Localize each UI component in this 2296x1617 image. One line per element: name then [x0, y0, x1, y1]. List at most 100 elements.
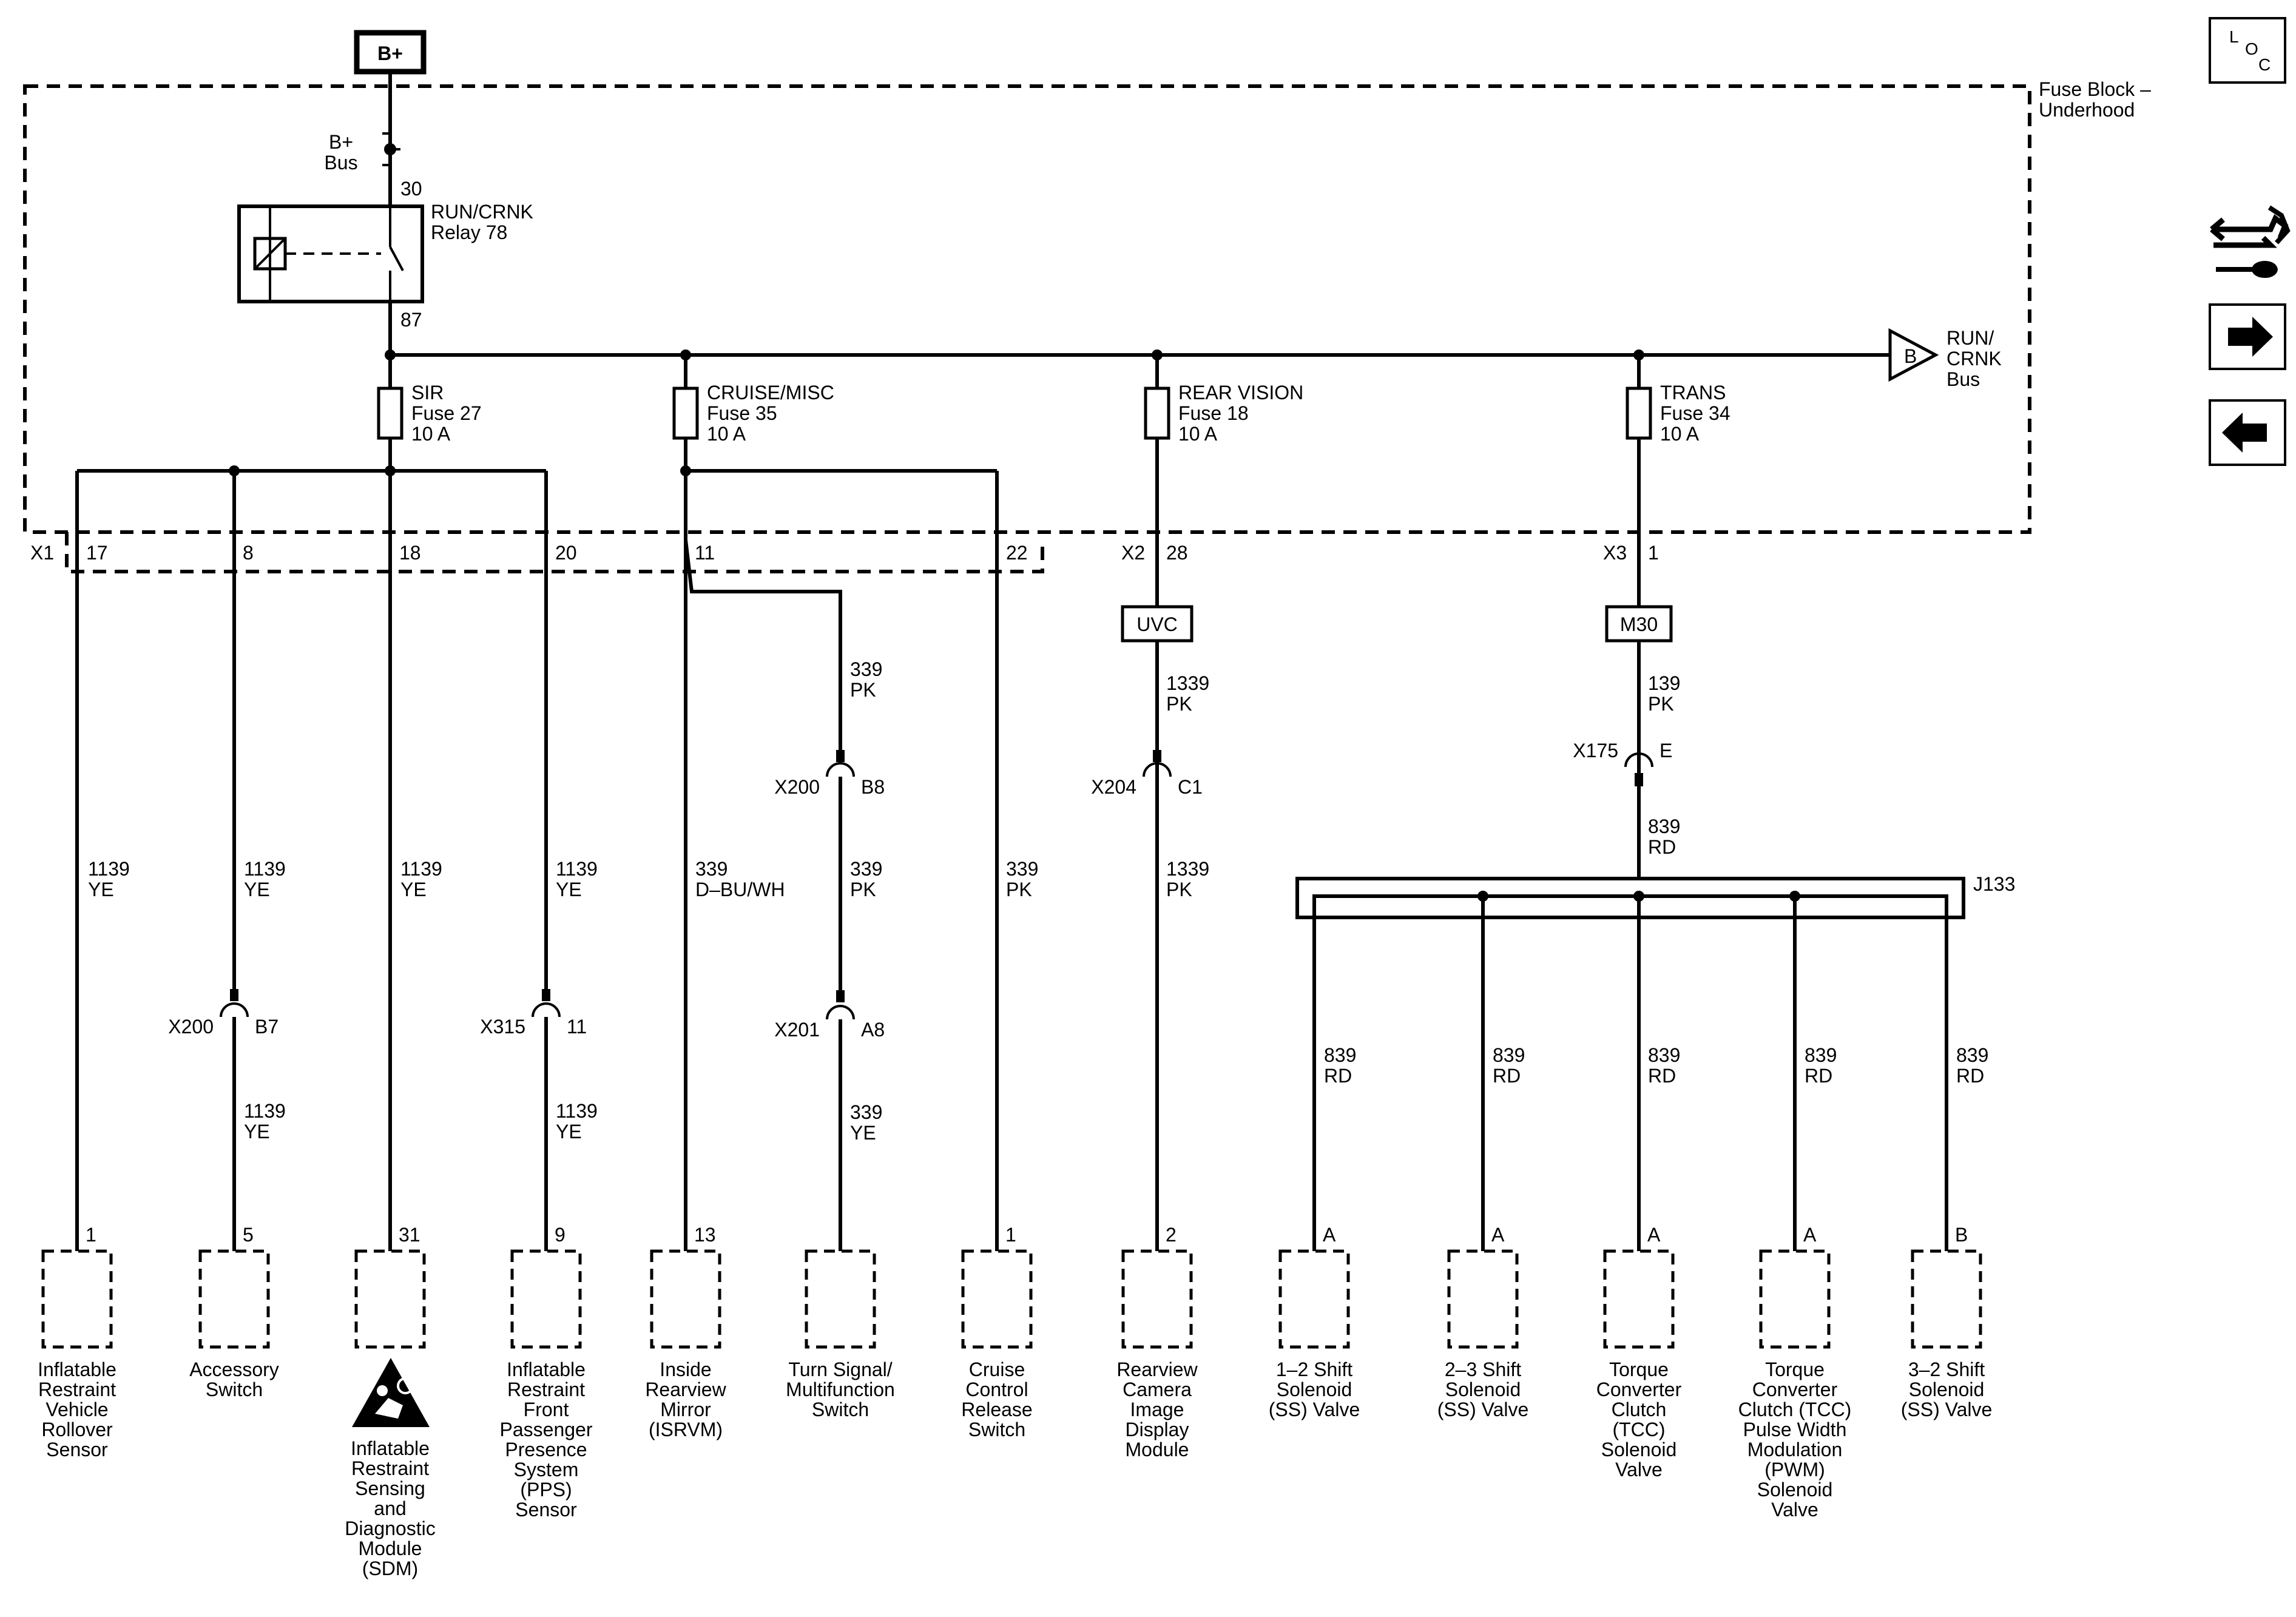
component-box: [1759, 1249, 1831, 1349]
x1-pin-11: 11: [695, 542, 715, 564]
component-pin: 5: [243, 1224, 254, 1246]
x200b-pin-b8: B8: [861, 776, 885, 798]
location-button[interactable]: L O C: [2209, 17, 2286, 84]
connector-wrench-icon[interactable]: [2210, 205, 2291, 279]
relay-switch-contact: [389, 246, 404, 271]
x3-pin-1: 1: [1648, 542, 1659, 564]
relay-pin-30: 30: [400, 178, 422, 200]
x204-pin-c1: C1: [1178, 776, 1203, 798]
x175-label: X175: [1573, 740, 1618, 761]
run-crnk-relay-78: [237, 204, 424, 303]
component-box: [650, 1249, 721, 1349]
j133-splice-pack: [1295, 877, 1965, 919]
next-arrow-button[interactable]: [2209, 303, 2286, 370]
fuse-block-title: Fuse Block –Underhood: [2039, 78, 2151, 121]
x1-connector-boundary: [65, 532, 1044, 573]
component-pin: 13: [694, 1224, 716, 1246]
x2-pin-28: 28: [1166, 542, 1188, 564]
loc-o: O: [2245, 39, 2258, 58]
fuse-block-boundary: [23, 84, 2031, 534]
x315-pin-11: 11: [567, 1016, 587, 1038]
component-box: [1121, 1249, 1193, 1349]
component-pin: A: [1491, 1224, 1505, 1246]
m30-connector-box: [1605, 605, 1673, 643]
x1-pin-17: 17: [86, 542, 108, 564]
component-pin: A: [1803, 1224, 1817, 1246]
component-pin: 9: [555, 1224, 566, 1246]
component-pin: 1: [1005, 1224, 1016, 1246]
connector-x1-label: X1: [30, 542, 54, 564]
x200-pin-b7: B7: [255, 1016, 279, 1038]
connector-x2-label: X2: [1121, 542, 1145, 564]
component-pin: 2: [1166, 1224, 1177, 1246]
fuse-18-rear-vision: [1144, 387, 1170, 440]
fuse-35-cruise-misc: [672, 387, 699, 440]
inline-connector-x201: [826, 990, 855, 1020]
run-crnk-bus-symbol: B: [1904, 345, 1917, 367]
uvc-label: UVC: [1136, 613, 1178, 635]
component-pin: B: [1955, 1224, 1968, 1246]
x200b-label: X200: [774, 776, 820, 798]
inline-connector-x204: [1143, 750, 1172, 777]
x201-label: X201: [774, 1019, 820, 1041]
component-pin: 31: [399, 1224, 420, 1246]
connector-x3-label: X3: [1603, 542, 1627, 564]
fuse-27-sir: [377, 387, 403, 440]
arrow-left-icon: [2222, 413, 2267, 453]
j133-label: J133: [1973, 873, 2015, 895]
x201-pin-a8: A8: [861, 1019, 885, 1041]
m30-label: M30: [1620, 613, 1658, 635]
x1-pin-20: 20: [555, 542, 577, 564]
x200-label: X200: [168, 1016, 214, 1038]
component-box: [510, 1249, 582, 1349]
inline-connector-x200-b7: [220, 989, 249, 1018]
component-pin: A: [1647, 1224, 1661, 1246]
component-pin: A: [1323, 1224, 1336, 1246]
b-plus-source-label: B+: [377, 42, 403, 64]
previous-arrow-button[interactable]: [2209, 399, 2286, 466]
component-box: [1911, 1249, 1982, 1349]
x204-label: X204: [1091, 776, 1136, 798]
x1-pin-18: 18: [399, 542, 421, 564]
